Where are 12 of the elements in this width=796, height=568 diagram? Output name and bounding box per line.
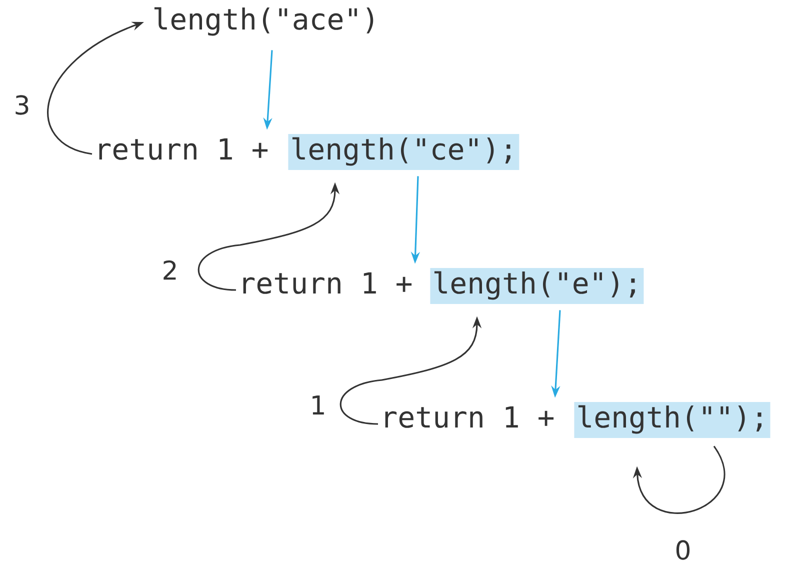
code-text: length("ace") — [154, 7, 374, 36]
highlighted-code: length(""); — [574, 402, 770, 438]
edge-label: 1 — [312, 396, 324, 414]
edge-label: 2 — [164, 260, 176, 280]
code-text: return 1 + — [99, 138, 268, 160]
edge-label: 0 — [676, 540, 690, 560]
edge-label: 3 — [16, 95, 28, 115]
code-text: return 1 + — [385, 406, 554, 428]
highlighted-code: length("ce"); — [288, 134, 520, 170]
code-text: return 1 + — [243, 272, 412, 294]
curved-arrow — [632, 446, 726, 514]
highlighted-code: length("e"); — [430, 268, 644, 304]
